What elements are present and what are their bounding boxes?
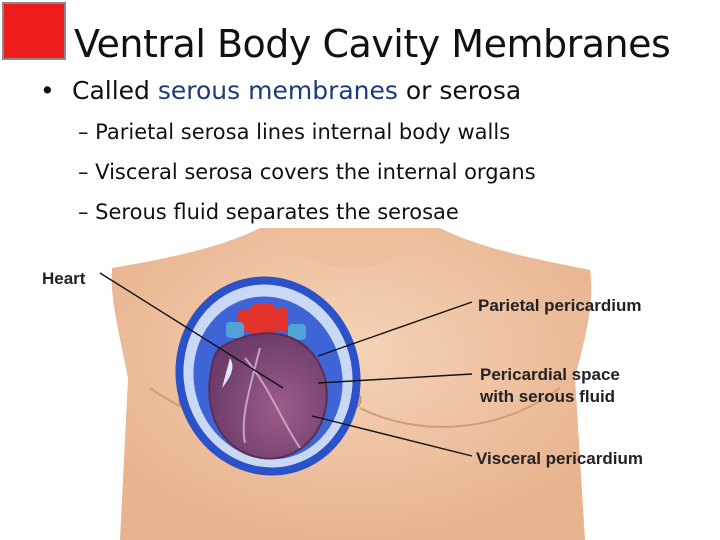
label-heart: Heart (42, 269, 86, 288)
pericardium-figure: Heart Parietal pericardium Pericardial s… (42, 228, 643, 540)
heart-leader (99, 272, 284, 389)
label-parietal: Parietal pericardium (478, 296, 641, 315)
heart (208, 332, 328, 460)
accent-square (2, 2, 66, 60)
sub-bullet-visceral: – Visceral serosa covers the internal or… (78, 160, 536, 184)
sub-bullet-fluid: – Serous fluid separates the serosae (78, 200, 459, 224)
label-visceral: Visceral pericardium (476, 449, 643, 468)
slide-title: Ventral Body Cavity Membranes (74, 22, 671, 66)
bullet-prefix: Called (72, 76, 158, 105)
main-bullet: • Called serous membranes or serosa (40, 76, 521, 105)
sub-bullet-parietal: – Parietal serosa lines internal body wa… (78, 120, 511, 144)
bullet-dot-icon: • (40, 76, 55, 105)
bullet-highlight: serous membranes (157, 76, 398, 105)
label-space-line1: Pericardial space (480, 365, 620, 384)
visceral-leader (311, 415, 473, 457)
bullet-suffix: or serosa (397, 76, 522, 105)
aorta (250, 304, 276, 338)
pulmonary-vessel (226, 322, 244, 338)
space-leader (317, 373, 473, 384)
label-space-line2: with serous fluid (479, 387, 615, 406)
parietal-leader (317, 301, 473, 357)
